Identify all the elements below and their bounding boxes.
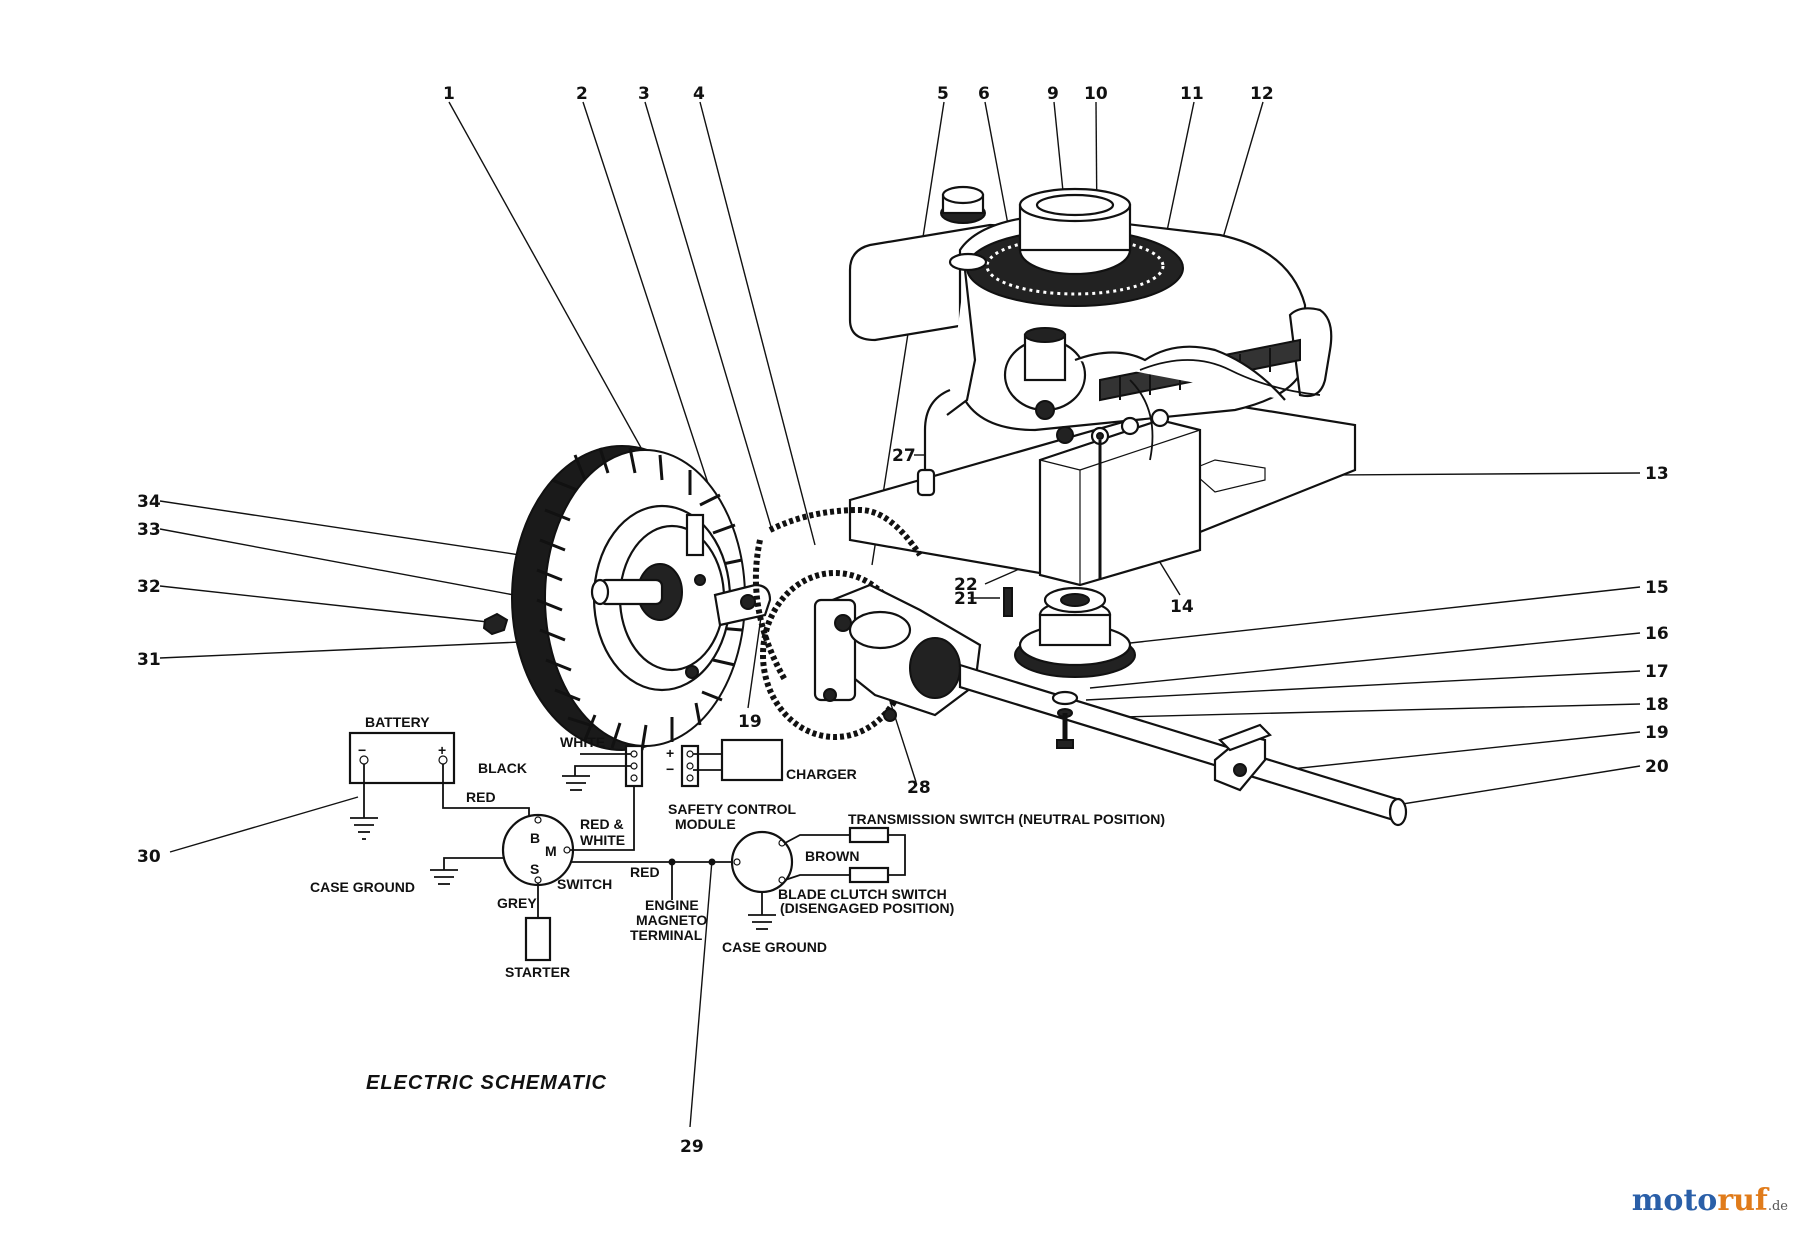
- battery-plus: +: [438, 742, 446, 758]
- wire-brown-label: BROWN: [805, 848, 859, 864]
- callout-21: 21: [954, 589, 978, 609]
- wire-red-white-label-1: RED &: [580, 816, 624, 832]
- engine-label-3: TERMINAL: [630, 927, 703, 943]
- callout-32: 32: [137, 577, 161, 597]
- safety-label-2: MODULE: [675, 816, 736, 832]
- charger-plus: +: [666, 745, 674, 761]
- engine-assembly: [848, 185, 1357, 587]
- callout-34: 34: [137, 492, 161, 512]
- ground-symbol: [430, 869, 458, 885]
- callout-13: 13: [1645, 464, 1669, 484]
- charger-symbol: [720, 738, 784, 782]
- ground-symbol: [748, 914, 776, 930]
- ground-symbol: [562, 775, 590, 791]
- schematic-title: ELECTRIC SCHEMATIC: [366, 1072, 607, 1094]
- blade-switch-label-2: (DISENGAGED POSITION): [780, 900, 954, 916]
- callout-4: 4: [693, 84, 705, 104]
- electric-schematic: BATTERY − + RED B S M SWITCH CASE GROUND: [310, 714, 1165, 1094]
- callout-12: 12: [1250, 84, 1274, 104]
- callout-3: 3: [638, 84, 650, 104]
- drive-train: [752, 506, 1408, 827]
- switch-m: M: [545, 843, 557, 859]
- callout-18: 18: [1645, 695, 1669, 715]
- callout-2: 2: [576, 84, 588, 104]
- switch-b: B: [530, 830, 540, 846]
- charger-label: CHARGER: [786, 766, 857, 782]
- case-ground-label-1: CASE GROUND: [310, 879, 415, 895]
- watermark-logo: motoruf.de: [1631, 1183, 1788, 1218]
- ground-symbol: [350, 817, 378, 840]
- callout-5: 5: [937, 84, 949, 104]
- wire-white-label: WHITE: [560, 734, 605, 750]
- callout-28: 28: [907, 778, 931, 798]
- callout-1: 1: [443, 84, 455, 104]
- battery-symbol: [348, 731, 456, 785]
- case-ground-label-2: CASE GROUND: [722, 939, 827, 955]
- callout-11: 11: [1180, 84, 1204, 104]
- callout-14: 14: [1170, 597, 1194, 617]
- callout-27: 27: [892, 446, 916, 466]
- wire-black-label: BLACK: [478, 760, 527, 776]
- callout-16: 16: [1645, 624, 1669, 644]
- wheel-assembly: [482, 445, 772, 751]
- battery-label: BATTERY: [365, 714, 430, 730]
- wire-red-label: RED: [466, 789, 496, 805]
- callout-15: 15: [1645, 578, 1669, 598]
- engine-label-1: ENGINE: [645, 897, 699, 913]
- safety-label-1: SAFETY CONTROL: [668, 801, 797, 817]
- wire-red2-label: RED: [630, 864, 660, 880]
- callout-33: 33: [137, 520, 161, 540]
- blade-clutch-switch-symbol: [848, 866, 890, 884]
- callout-19b: 19: [1645, 723, 1669, 743]
- engine-label-2: MAGNETO: [636, 912, 707, 928]
- callout-20: 20: [1645, 757, 1669, 777]
- starter-symbol: [524, 916, 552, 962]
- transmission-switch-label: TRANSMISSION SWITCH (NEUTRAL POSITION): [848, 811, 1165, 827]
- callout-6: 6: [978, 84, 990, 104]
- callout-31: 31: [137, 650, 161, 670]
- callout-29: 29: [680, 1137, 704, 1157]
- battery-minus: −: [358, 742, 366, 758]
- callout-22: 22: [954, 575, 978, 595]
- callout-17: 17: [1645, 662, 1669, 682]
- wire-grey-label: GREY: [497, 895, 537, 911]
- switch-s: S: [530, 861, 539, 877]
- charger-minus: −: [666, 761, 674, 777]
- callout-30: 30: [137, 847, 161, 867]
- switch-label: SWITCH: [557, 876, 612, 892]
- wire-red-white-label-2: WHITE: [580, 832, 625, 848]
- callout-19a: 19: [738, 712, 762, 732]
- callout-10: 10: [1084, 84, 1108, 104]
- transmission-switch-symbol: [848, 826, 890, 844]
- blade-switch-label-1: BLADE CLUTCH SWITCH: [778, 886, 947, 902]
- callout-9: 9: [1047, 84, 1059, 104]
- starter-label: STARTER: [505, 964, 570, 980]
